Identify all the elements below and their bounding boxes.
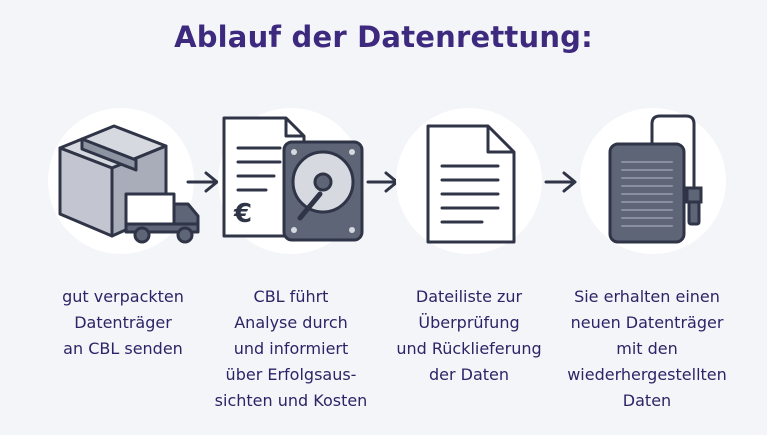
step-4-line: mit den	[616, 339, 678, 358]
step-2-line: Analyse durch	[234, 313, 348, 332]
step-1-line: Datenträger	[74, 313, 172, 332]
step-2-line: über Erfolgsaus-	[225, 365, 357, 384]
package-truck-icon	[58, 124, 200, 244]
step-4-line: wiederhergestellten	[567, 365, 727, 384]
step-2-line: CBL führt	[253, 287, 329, 306]
step-4-line: Daten	[622, 391, 672, 410]
step-1-line: gut verpackten	[62, 287, 184, 306]
step-3-line: der Daten	[428, 365, 510, 384]
step-3-line: und Rücklieferung	[396, 339, 542, 358]
arrow-right-icon	[186, 171, 219, 193]
step-3-text: Dateiliste zur Überprüfung und Rückliefe…	[374, 284, 564, 388]
file-list-icon	[426, 124, 516, 244]
step-3-line: Dateiliste zur	[415, 287, 523, 306]
step-4-text: Sie erhalten einen neuen Datenträger mit…	[552, 284, 742, 414]
page-title: Ablauf der Datenrettung:	[174, 20, 593, 54]
step-1-text: gut verpackten Datenträger an CBL senden	[28, 284, 218, 362]
euro-symbol: €	[233, 199, 252, 229]
step-3-line: Überprüfung	[418, 313, 520, 332]
step-2-line: sichten und Kosten	[214, 391, 368, 410]
step-2-text: CBL führt Analyse durch und informiert ü…	[196, 284, 386, 414]
arrow-right-icon	[544, 171, 577, 193]
step-4-line: neuen Datenträger	[570, 313, 724, 332]
document-harddrive-euro-icon: €	[222, 116, 364, 242]
step-2-line: und informiert	[233, 339, 349, 358]
external-drive-icon	[608, 114, 703, 244]
step-4-line: Sie erhalten einen	[574, 287, 720, 306]
step-1-line: an CBL senden	[63, 339, 183, 358]
